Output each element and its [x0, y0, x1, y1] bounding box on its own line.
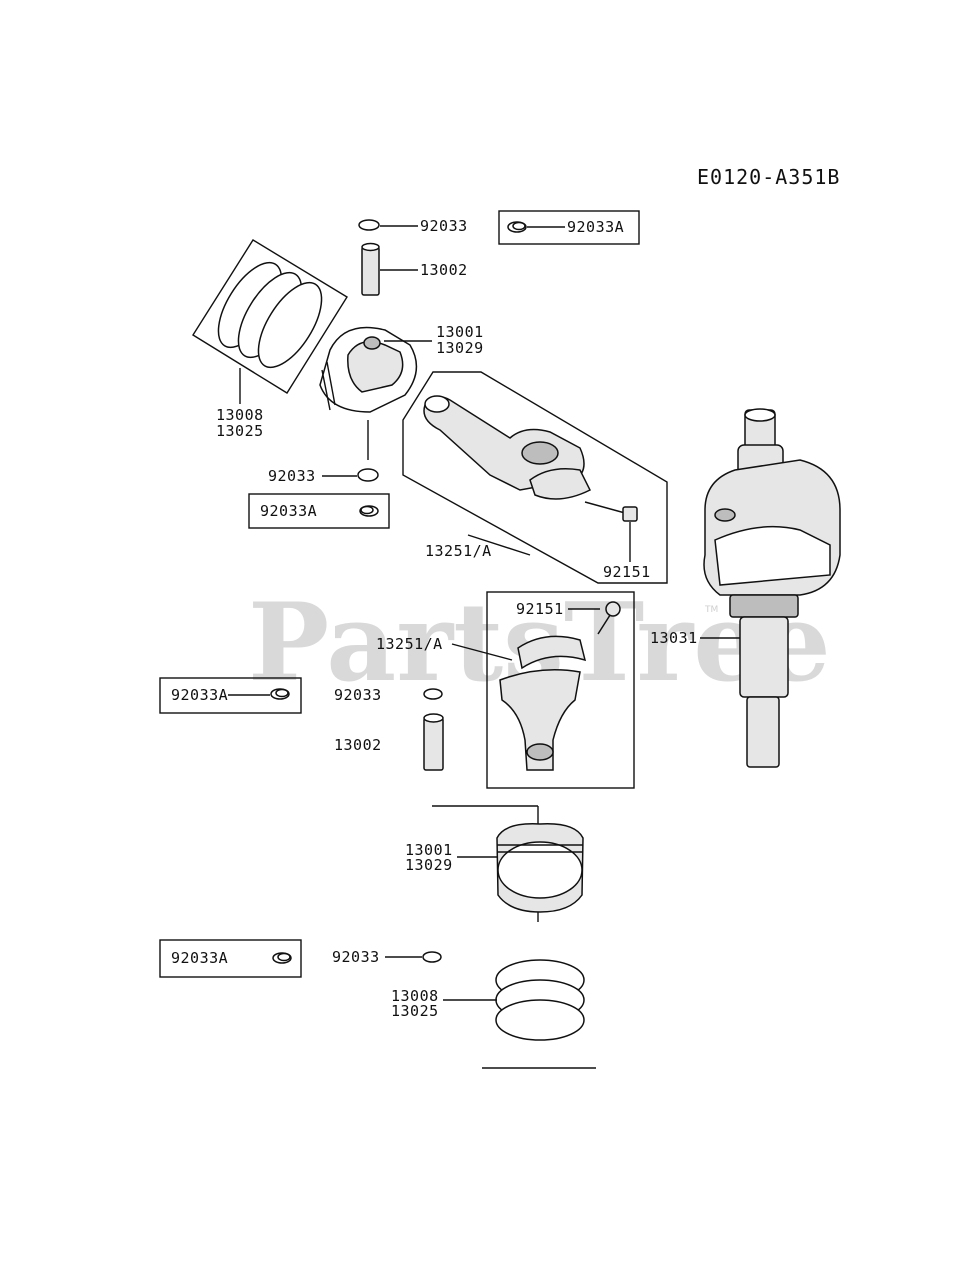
- circlip-mid[interactable]: [423, 688, 443, 700]
- label-rod-top[interactable]: 13251/A: [425, 542, 492, 560]
- piston-pin-mid[interactable]: [423, 713, 444, 771]
- label-piston-top-a[interactable]: 13001: [436, 323, 484, 341]
- circlip-bottom[interactable]: [385, 951, 442, 963]
- label-bolt-mid[interactable]: 92151: [516, 600, 564, 618]
- label-circlip-left[interactable]: 92033: [268, 467, 316, 485]
- rod-bolt-top[interactable]: [584, 501, 638, 562]
- label-pin-top[interactable]: 13002: [420, 261, 468, 279]
- piston-rings-bottom[interactable]: [443, 959, 596, 1069]
- label-circlip-alt-top[interactable]: 92033A: [567, 218, 624, 236]
- callout-box-circlip-alt-left[interactable]: [248, 493, 390, 529]
- label-circlip-alt-left[interactable]: 92033A: [260, 502, 317, 520]
- label-rings-top-b[interactable]: 13025: [216, 422, 264, 440]
- label-piston-bottom-a[interactable]: 13001: [405, 841, 453, 859]
- callout-box-circlip-alt-top[interactable]: [498, 210, 640, 245]
- label-rings-bottom-b[interactable]: 13025: [391, 1002, 439, 1020]
- label-pin-mid[interactable]: 13002: [334, 736, 382, 754]
- piston-pin-top[interactable]: [361, 242, 418, 296]
- piston-top[interactable]: [319, 326, 432, 461]
- label-circlip-alt-mid[interactable]: 92033A: [171, 686, 228, 704]
- label-rings-bottom-a[interactable]: 13008: [391, 987, 439, 1005]
- connecting-rod-mid-box[interactable]: [451, 591, 635, 789]
- piston-bottom[interactable]: [432, 805, 584, 922]
- label-circlip-alt-bottom[interactable]: 92033A: [171, 949, 228, 967]
- connecting-rod-top[interactable]: [402, 371, 668, 584]
- label-crankshaft[interactable]: 13031: [650, 629, 698, 647]
- crankshaft[interactable]: [700, 408, 841, 768]
- label-rod-mid[interactable]: 13251/A: [376, 635, 443, 653]
- watermark-tm: TM: [704, 605, 718, 615]
- label-piston-top-b[interactable]: 13029: [436, 339, 484, 357]
- label-rings-top-a[interactable]: 13008: [216, 406, 264, 424]
- piston-rings-top[interactable]: [192, 239, 348, 404]
- diagram-code: E0120-A351B: [697, 165, 840, 189]
- circlip-top[interactable]: [358, 219, 418, 231]
- label-bolt-top[interactable]: 92151: [603, 563, 651, 581]
- label-circlip-top[interactable]: 92033: [420, 217, 468, 235]
- label-circlip-mid[interactable]: 92033: [334, 686, 382, 704]
- label-circlip-bottom[interactable]: 92033: [332, 948, 380, 966]
- callout-box-circlip-alt-bottom[interactable]: [159, 939, 302, 978]
- label-piston-bottom-b[interactable]: 13029: [405, 856, 453, 874]
- circlip-left[interactable]: [322, 468, 379, 482]
- callout-box-circlip-alt-mid[interactable]: [159, 677, 302, 714]
